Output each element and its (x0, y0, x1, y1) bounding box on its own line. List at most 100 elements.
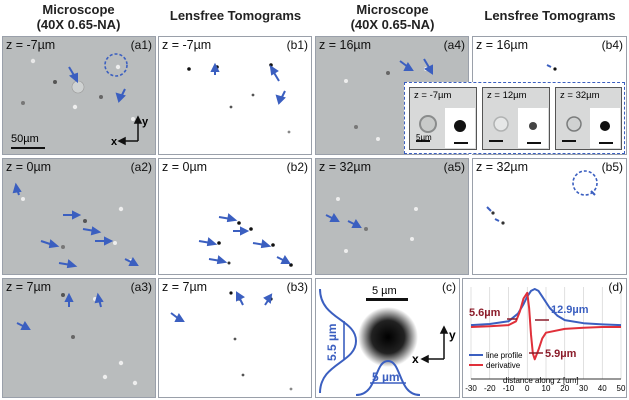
particle (344, 79, 348, 83)
axis-x-label: x (111, 136, 118, 148)
dot (251, 93, 255, 97)
panel-a5: z = 32µm (a5) (315, 158, 469, 275)
header-lensfree-right: Lensfree Tomograms (484, 8, 616, 23)
panel-b5-image (486, 170, 598, 225)
dot (271, 243, 275, 247)
inset-box: z = -7µm 5µm z = 12µm z = 32µm (404, 82, 625, 154)
bottom-width-label: 5 µm (372, 370, 400, 384)
arrows (210, 62, 286, 105)
annotation-fwhm-2: 5.6µm (469, 307, 501, 319)
panel-a1-image: y x (11, 53, 149, 149)
panel-a2: z = 0µm (a2) (2, 158, 156, 275)
x-tick-label: 20 (560, 384, 569, 393)
inset-item-3-image (562, 108, 620, 148)
z-label: z = 16µm (476, 38, 529, 52)
particle (113, 241, 117, 245)
x-tick-label: -10 (503, 384, 515, 393)
arrows (486, 190, 596, 222)
scale-bar-label: 50µm (11, 133, 39, 145)
inset-item-2-image (489, 108, 548, 148)
header-lensfree-left: Lensfree Tomograms (169, 8, 302, 23)
z-label: z = 0µm (6, 160, 52, 174)
panel-label: (a4) (443, 38, 465, 52)
dot (227, 261, 231, 265)
annotation-fwhm-3: 5.9µm (545, 348, 577, 360)
z-label: z = -7µm (162, 38, 212, 52)
panel-a1: y x z = -7µm (a1) 50µm (2, 36, 156, 155)
z-label: z = 16µm (319, 38, 372, 52)
particle (61, 293, 65, 297)
particle (53, 80, 57, 84)
top-scale-label: 5 µm (372, 285, 397, 297)
header-microscope-right: Microscope (40X 0.65-NA) (314, 2, 471, 32)
x-tick-label: 50 (617, 384, 626, 393)
dot (249, 227, 253, 231)
dot (501, 221, 505, 225)
particle (336, 197, 340, 201)
header-microscope-left-line2: (40X 0.65-NA) (36, 17, 121, 32)
panel-b4-image (546, 64, 557, 71)
arrows (399, 58, 433, 75)
panel-b1: z = -7µm (b1) (158, 36, 312, 155)
arrows (68, 66, 126, 103)
inset-z-label: z = 32µm (560, 90, 600, 101)
z-label: z = 32µm (319, 160, 372, 174)
z-label: z = 32µm (476, 160, 529, 174)
particle (344, 249, 348, 253)
arrows (325, 213, 362, 228)
x-tick-label: -20 (484, 384, 496, 393)
panel-c: 5 µm 5.5 µm 5 µm y x (c) (315, 278, 460, 398)
inset-scale-label: 5µm (416, 133, 432, 142)
z-label: z = 7µm (162, 280, 208, 294)
dot (233, 337, 237, 341)
particle (30, 58, 36, 64)
panel-b2: z = 0µm (b2) (158, 158, 312, 275)
z-label: z = 0µm (162, 160, 208, 174)
particle (132, 380, 138, 386)
top-scale-bar (366, 298, 408, 301)
panel-label: (b3) (286, 280, 308, 294)
particle (72, 104, 78, 110)
axes-icon (117, 115, 143, 146)
panel-label: (a1) (130, 38, 152, 52)
panel-a4-image (344, 58, 433, 141)
dot (217, 241, 221, 245)
side-width-label: 5.5 µm (325, 323, 339, 361)
x-tick-label: -30 (465, 384, 477, 393)
series-derivative (470, 291, 621, 361)
arrows (198, 213, 291, 265)
header-microscope-right-line2: (40X 0.65-NA) (350, 17, 435, 32)
panel-b5: z = 32µm (b5) (472, 158, 627, 275)
panel-a3-image (16, 292, 138, 386)
axis-x-label: x (412, 352, 419, 366)
particle (71, 335, 75, 339)
particle (61, 245, 65, 249)
panel-label: (a5) (443, 160, 465, 174)
dot (289, 387, 293, 391)
dot (241, 373, 245, 377)
dot (229, 291, 233, 295)
particle (118, 206, 124, 212)
header-microscope-right-line1: Microscope (356, 2, 429, 17)
dot (491, 211, 495, 215)
panel-a2-image (12, 182, 139, 269)
inset-item-1: z = -7µm 5µm (409, 87, 477, 150)
axis-y-label: y (449, 328, 456, 342)
panel-a5-image (325, 197, 418, 253)
particle (99, 95, 103, 99)
inset-z-label: z = -7µm (414, 90, 452, 101)
panel-label: (a3) (130, 280, 152, 294)
panel-a3: z = 7µm (a3) (2, 278, 156, 398)
chart-series (470, 288, 622, 361)
particle (386, 71, 390, 75)
dot (237, 221, 241, 225)
panel-c-image: 5 µm 5.5 µm 5 µm y x (319, 285, 456, 396)
legend (469, 354, 483, 366)
z-label: z = -7µm (6, 38, 56, 52)
header-microscope-left-line1: Microscope (42, 2, 115, 17)
particle (131, 117, 135, 121)
particle (83, 219, 87, 223)
axis-y-label: y (142, 116, 149, 128)
